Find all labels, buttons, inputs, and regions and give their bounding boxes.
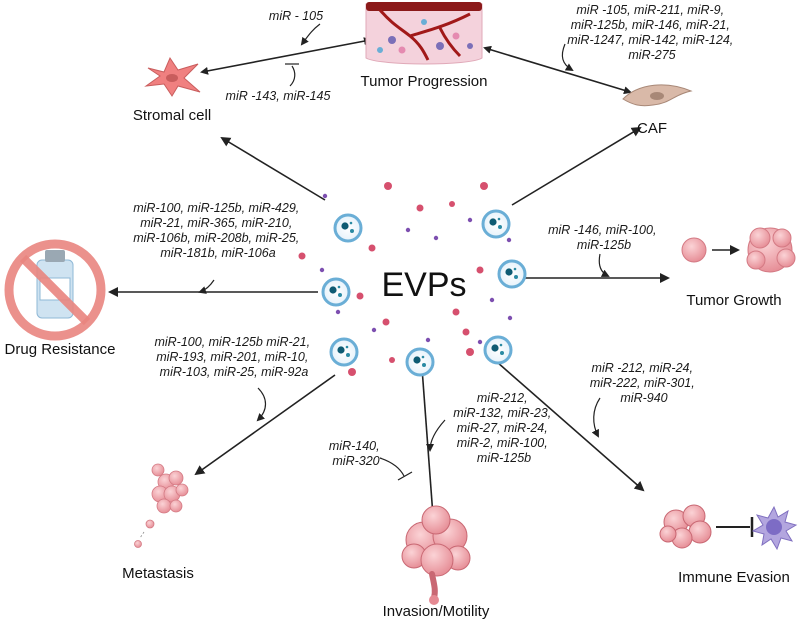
vesicle [329,337,359,367]
drug-resistance-icon [4,239,106,341]
mirs-invasion-inhibit: miR-140, miR-320 [329,439,383,468]
growth-mir-arrow [598,253,610,277]
purple-dots [319,193,513,345]
top-arrows [200,37,632,95]
label-drug-resistance: Drug Resistance [5,341,116,358]
mir-arrows [198,23,610,481]
vesicle [405,347,435,377]
vesicle [321,277,351,307]
immune-evasion-icon [659,504,798,551]
arrow-to-stromal [220,136,326,201]
metastasis-icon [134,463,189,548]
arrow-to-invasion [421,367,438,518]
tumor-growth-icon [681,227,796,273]
mirs-invasion: miR-212, miR-132, miR-23, miR-27, miR-24… [453,391,554,465]
drug-mir-arrow [198,279,215,294]
arrow-to-caf [511,126,642,206]
invasion-icon [401,505,471,605]
caf-mir-arrow [561,43,574,72]
immune-mir-arrow [591,397,601,438]
metastasis-mir-arrow [256,387,267,422]
arrow-to-immune-evasion [496,361,645,492]
mir105-arrow [300,23,321,46]
invasion-inhibit [379,457,405,477]
evp-cluster [298,182,527,377]
label-tumor-progression: Tumor Progression [361,73,488,90]
tumor-progression-icon [365,2,483,65]
label-tumor-growth: Tumor Growth [686,292,781,309]
vesicle [481,209,511,239]
mirs-tumor-growth: miR -146, miR-100, miR-125b [548,223,660,252]
caf-cell-icon [622,84,693,107]
label-metastasis: Metastasis [122,565,194,582]
invasion-mir-arrow [426,419,446,452]
mirs-drug-resistance: miR-100, miR-125b, miR-429, miR-21, miR-… [133,201,303,260]
arrow-progression-caf [483,45,632,95]
label-caf: CAF [637,120,667,137]
label-immune-evasion: Immune Evasion [678,569,790,586]
stromal-cell-icon [144,56,201,97]
main-arrows [108,126,670,518]
evps-label: EVPs [381,266,466,304]
label-stromal-cell: Stromal cell [133,107,211,124]
mirs-caf: miR -105, miR-211, miR-9, miR-125b, miR-… [567,3,737,62]
mir143-inhibit [289,65,296,87]
mirs-tumor-progression: miR - 105 [269,9,323,23]
arrow-to-metastasis [194,374,336,476]
vesicle [333,213,363,243]
mirs-tumor-progression-inhibit: miR -143, miR-145 [226,89,331,103]
invasion-bar [397,471,413,481]
label-invasion: Invasion/Motility [383,603,490,620]
mirs-metastasis: miR-100, miR-125b miR-21, miR-193, miR-2… [154,335,313,379]
vesicle [483,335,513,365]
vesicle [497,259,527,289]
arrow-stromal-progression [200,37,372,75]
mirs-immune-evasion: miR -212, miR-24, miR-222, miR-301, miR-… [590,361,698,405]
